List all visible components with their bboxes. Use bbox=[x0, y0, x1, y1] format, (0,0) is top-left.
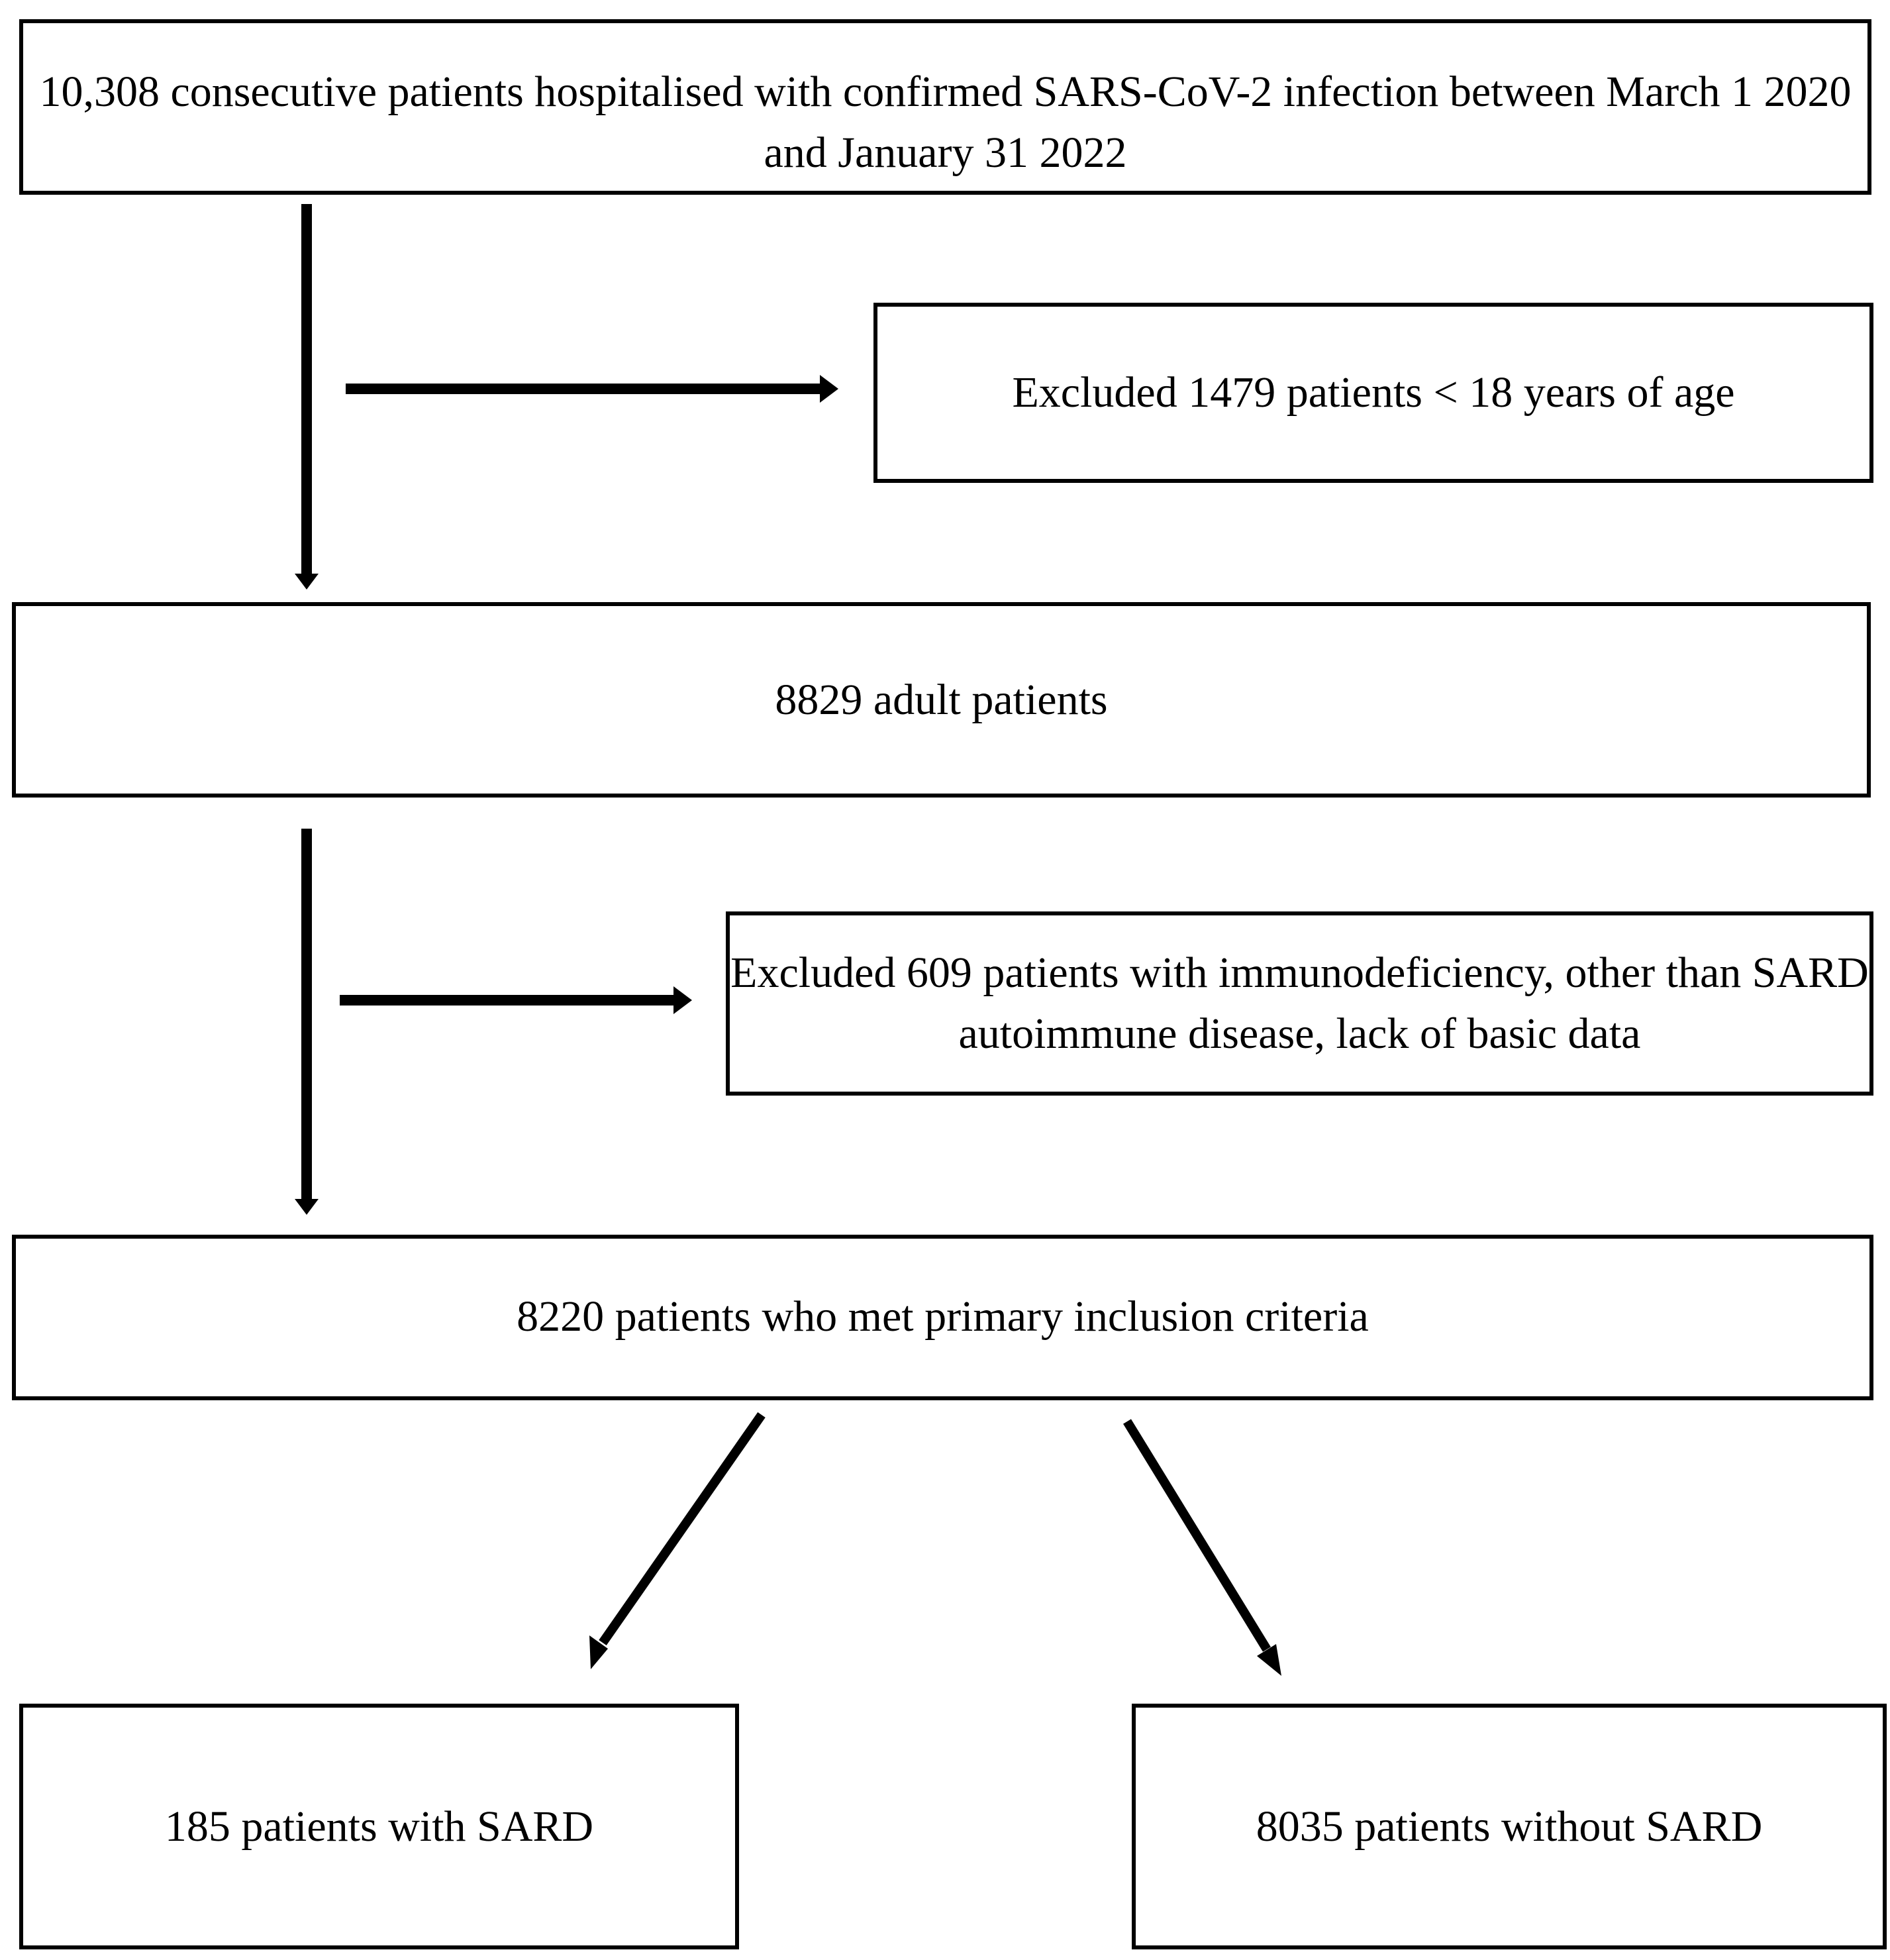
arrow-right-1 bbox=[346, 375, 838, 403]
arrow-down-1 bbox=[295, 204, 319, 590]
box-all-patients-text: 10,308 consecutive patients hospitalised… bbox=[39, 68, 1852, 177]
box-included-patients-text: 8220 patients who met primary inclusion … bbox=[517, 1292, 1369, 1341]
box-excluded-minors: Excluded 1479 patients < 18 years of age bbox=[873, 303, 1873, 483]
arrow-diagonal-right bbox=[1123, 1419, 1281, 1676]
box-patients-without-sard: 8035 patients without SARD bbox=[1132, 1704, 1887, 1949]
box-adult-patients: 8829 adult patients bbox=[12, 602, 1871, 798]
arrow-right-2 bbox=[340, 986, 692, 1014]
box-all-patients: 10,308 consecutive patients hospitalised… bbox=[19, 19, 1871, 195]
box-excluded-minors-text: Excluded 1479 patients < 18 years of age bbox=[1012, 368, 1735, 417]
box-excluded-immunodeficiency: Excluded 609 patients with immunodeficie… bbox=[726, 911, 1873, 1096]
box-patients-without-sard-text: 8035 patients without SARD bbox=[1256, 1802, 1763, 1851]
box-patients-with-sard: 185 patients with SARD bbox=[19, 1704, 739, 1949]
box-patients-with-sard-text: 185 patients with SARD bbox=[164, 1802, 594, 1851]
box-excluded-immunodeficiency-text: Excluded 609 patients with immunodeficie… bbox=[730, 949, 1869, 1058]
arrow-down-2 bbox=[295, 829, 319, 1215]
box-adult-patients-text: 8829 adult patients bbox=[775, 675, 1108, 724]
box-included-patients: 8220 patients who met primary inclusion … bbox=[12, 1235, 1873, 1400]
arrow-diagonal-left bbox=[589, 1412, 766, 1669]
